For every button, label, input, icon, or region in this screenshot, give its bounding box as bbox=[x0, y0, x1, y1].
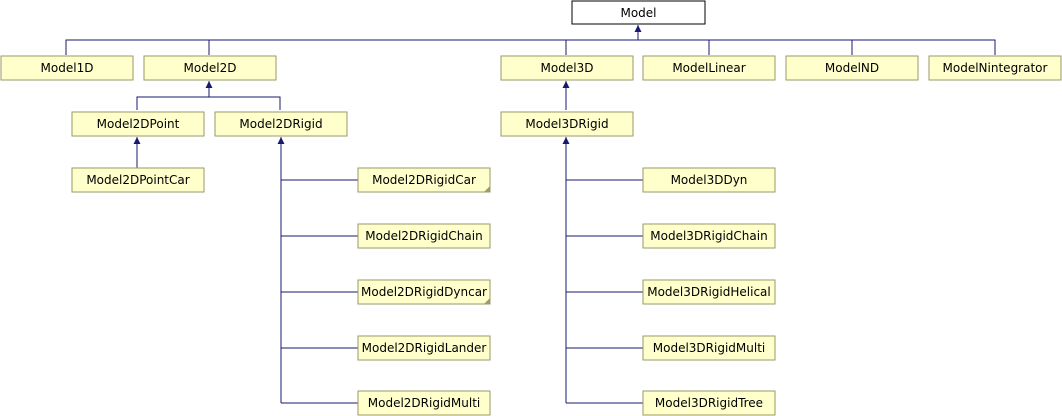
node-model3drigidchain[interactable]: Model3DRigidChain bbox=[642, 223, 776, 249]
node-model3d[interactable]: Model3D bbox=[500, 55, 634, 81]
node-modelnintegrator[interactable]: ModelNintegrator bbox=[928, 55, 1062, 81]
node-label-model: Model bbox=[620, 6, 656, 20]
node-model2dpoint[interactable]: Model2DPoint bbox=[71, 111, 205, 137]
inheritance-edges bbox=[65, 25, 996, 404]
node-label-model3drigid: Model3DRigid bbox=[525, 117, 608, 131]
node-label-model2drigiddyncar: Model2DRigidDyncar bbox=[361, 285, 487, 299]
node-label-model2d: Model2D bbox=[184, 61, 237, 75]
edge-model2d-children bbox=[136, 96, 281, 110]
node-label-model2drigidchain: Model2DRigidChain bbox=[365, 229, 482, 243]
node-model2drigid[interactable]: Model2DRigid bbox=[214, 111, 348, 137]
fold-corner-icon bbox=[484, 186, 490, 192]
node-label-model2drigid: Model2DRigid bbox=[239, 117, 322, 131]
node-label-model1d: Model1D bbox=[41, 61, 94, 75]
node-label-modelnd: ModelND bbox=[825, 61, 879, 75]
node-label-model3ddyn: Model3DDyn bbox=[671, 173, 748, 187]
node-label-model3drigidmulti: Model3DRigidMulti bbox=[653, 341, 765, 355]
edge-model3drigid-children bbox=[565, 140, 643, 404]
node-label-model2drigidmulti: Model2DRigidMulti bbox=[368, 396, 480, 410]
node-model3drigidhelical[interactable]: Model3DRigidHelical bbox=[642, 279, 776, 305]
node-label-model2drigidlander: Model2DRigidLander bbox=[362, 341, 487, 355]
fold-corner-icon bbox=[484, 298, 490, 304]
node-model3drigidmulti[interactable]: Model3DRigidMulti bbox=[642, 335, 776, 361]
node-modelnd[interactable]: ModelND bbox=[785, 55, 919, 81]
node-label-model3drigidtree: Model3DRigidTree bbox=[655, 396, 763, 410]
node-label-modellinear: ModelLinear bbox=[672, 61, 745, 75]
node-model2drigidchain[interactable]: Model2DRigidChain bbox=[357, 223, 491, 249]
edge-level1-to-model bbox=[65, 39, 996, 55]
node-label-model2dpoint: Model2DPoint bbox=[97, 117, 180, 131]
node-model2drigidlander[interactable]: Model2DRigidLander bbox=[357, 335, 491, 361]
node-model3drigidtree[interactable]: Model3DRigidTree bbox=[642, 390, 776, 416]
node-model[interactable]: Model bbox=[571, 0, 706, 25]
node-label-model2drigidcar: Model2DRigidCar bbox=[372, 173, 476, 187]
node-model1d[interactable]: Model1D bbox=[0, 55, 134, 81]
node-label-model3drigidhelical: Model3DRigidHelical bbox=[647, 285, 771, 299]
node-model2d[interactable]: Model2D bbox=[143, 55, 277, 81]
node-label-model2dpointcar: Model2DPointCar bbox=[86, 173, 189, 187]
edge-model2drigid-children bbox=[280, 140, 358, 404]
node-model2dpointcar[interactable]: Model2DPointCar bbox=[71, 167, 205, 193]
node-modellinear[interactable]: ModelLinear bbox=[642, 55, 776, 81]
node-label-model3drigidchain: Model3DRigidChain bbox=[650, 229, 767, 243]
node-model3ddyn[interactable]: Model3DDyn bbox=[642, 167, 776, 193]
node-model3drigid[interactable]: Model3DRigid bbox=[500, 111, 634, 137]
node-model2drigidmulti[interactable]: Model2DRigidMulti bbox=[357, 390, 491, 416]
node-label-modelnintegrator: ModelNintegrator bbox=[943, 61, 1048, 75]
node-label-model3d: Model3D bbox=[541, 61, 594, 75]
node-model2drigiddyncar[interactable]: Model2DRigidDyncar bbox=[357, 279, 491, 305]
node-model2drigidcar[interactable]: Model2DRigidCar bbox=[357, 167, 491, 193]
